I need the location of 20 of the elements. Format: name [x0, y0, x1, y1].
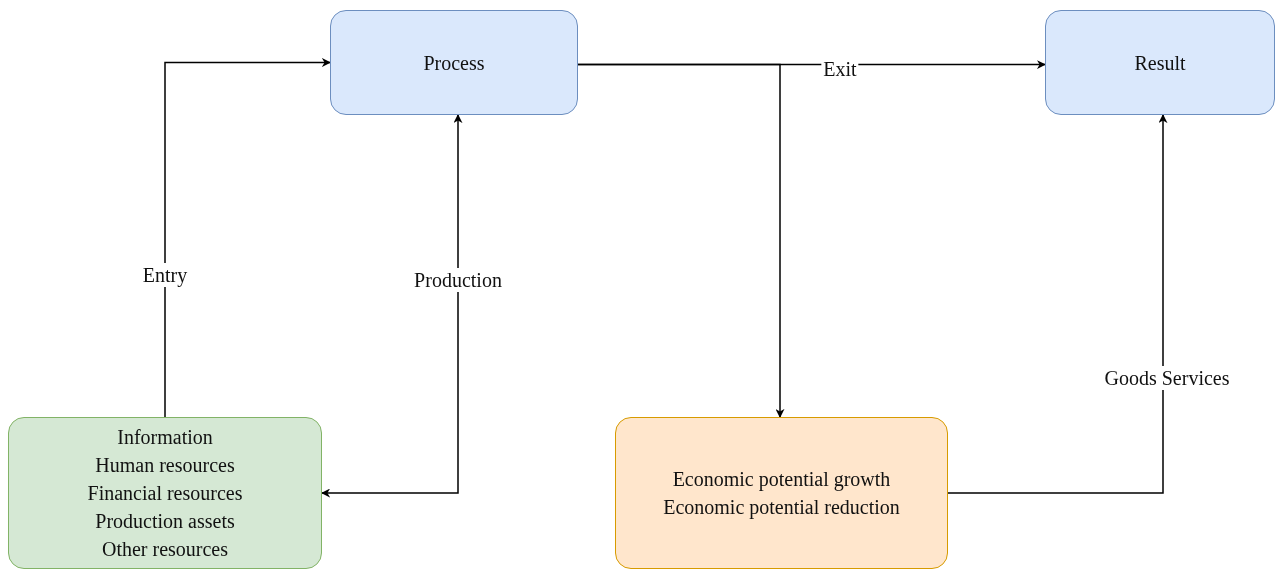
process-box — [1045, 10, 1275, 115]
node-text: Result — [1134, 50, 1186, 76]
node-text: Economic potential reduction — [663, 495, 900, 521]
edge-label: Entry — [140, 263, 190, 287]
node-text: Production assets — [95, 509, 235, 534]
process-box — [330, 10, 578, 115]
node-text: Process — [423, 50, 485, 76]
arrow — [577, 63, 785, 418]
arrow — [321, 114, 463, 498]
process-box — [615, 417, 948, 569]
node-text: Financial resources — [87, 481, 243, 506]
edge-label: Production — [412, 268, 504, 292]
process-box — [8, 417, 322, 569]
edge-label: Goods Services — [1102, 366, 1232, 390]
arrow — [947, 114, 1168, 494]
node-text: Other resources — [101, 537, 229, 562]
arrow — [164, 58, 331, 418]
node-text: Economic potential growth — [672, 467, 891, 493]
node-text: Human resources — [95, 453, 235, 478]
node-text: Information — [117, 425, 213, 450]
